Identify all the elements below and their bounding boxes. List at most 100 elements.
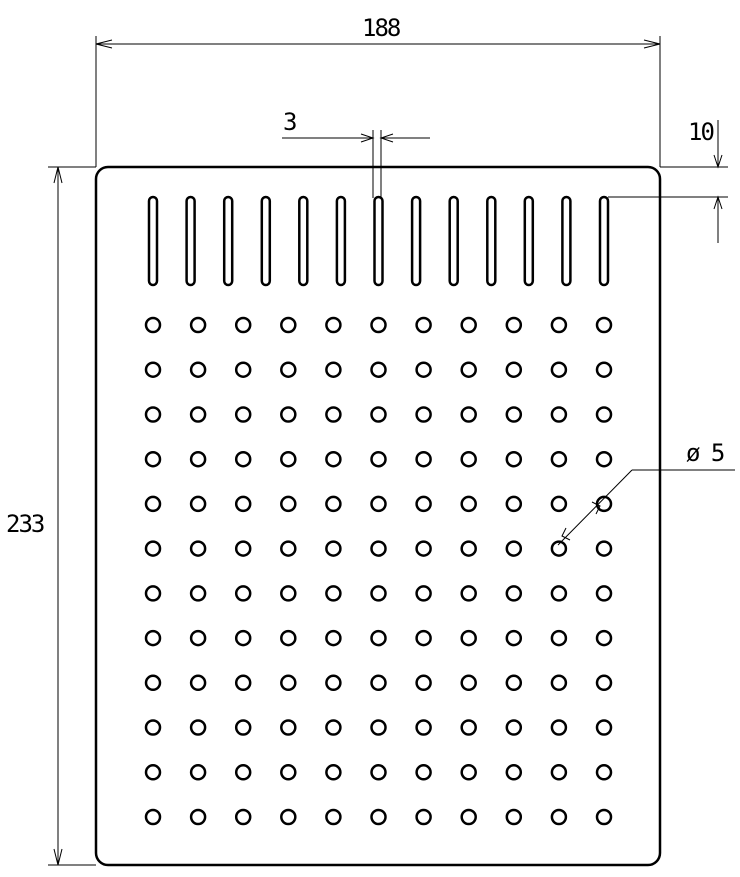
hole bbox=[595, 764, 613, 781]
hole bbox=[370, 808, 387, 826]
plate-outline bbox=[94, 165, 662, 867]
hole bbox=[595, 585, 613, 602]
hole bbox=[595, 450, 613, 468]
hole bbox=[505, 764, 523, 781]
hole bbox=[505, 361, 523, 378]
hole bbox=[144, 764, 162, 781]
slot bbox=[335, 195, 347, 287]
hole bbox=[144, 450, 162, 468]
hole bbox=[144, 495, 162, 513]
hole bbox=[370, 585, 387, 602]
slot bbox=[260, 195, 272, 287]
height-dimension-text: 233 bbox=[6, 510, 44, 538]
hole bbox=[325, 316, 342, 334]
hole bbox=[370, 674, 387, 692]
hole bbox=[234, 361, 252, 378]
hole bbox=[234, 406, 252, 423]
hole bbox=[144, 585, 162, 602]
hole-diameter-text: ø 5 bbox=[686, 439, 724, 467]
hole bbox=[234, 585, 252, 602]
hole bbox=[460, 540, 477, 557]
hole bbox=[189, 674, 207, 692]
hole bbox=[234, 540, 252, 557]
hole bbox=[280, 316, 297, 334]
hole bbox=[370, 450, 387, 468]
hole bbox=[505, 406, 523, 423]
hole bbox=[370, 316, 387, 334]
hole bbox=[550, 450, 568, 468]
hole bbox=[415, 764, 432, 781]
hole bbox=[370, 719, 387, 736]
hole bbox=[460, 764, 477, 781]
hole bbox=[460, 719, 477, 736]
hole bbox=[460, 361, 477, 378]
hole bbox=[280, 764, 297, 781]
hole bbox=[234, 450, 252, 468]
hole bbox=[189, 629, 207, 647]
hole bbox=[550, 719, 568, 736]
hole bbox=[189, 540, 207, 557]
hole bbox=[234, 764, 252, 781]
hole bbox=[595, 406, 613, 423]
hole bbox=[189, 495, 207, 513]
hole bbox=[415, 719, 432, 736]
hole bbox=[595, 808, 613, 826]
hole bbox=[325, 540, 342, 557]
hole bbox=[234, 495, 252, 513]
hole bbox=[234, 674, 252, 692]
hole bbox=[505, 674, 523, 692]
hole bbox=[505, 808, 523, 826]
hole bbox=[280, 540, 297, 557]
hole bbox=[460, 450, 477, 468]
hole bbox=[234, 808, 252, 826]
width-dimension: 188 bbox=[95, 14, 661, 167]
hole bbox=[505, 629, 523, 647]
hole bbox=[189, 450, 207, 468]
hole bbox=[325, 719, 342, 736]
hole bbox=[370, 764, 387, 781]
hole bbox=[550, 316, 568, 334]
slot-width-dimension: 3 bbox=[282, 108, 430, 198]
hole bbox=[280, 674, 297, 692]
hole bbox=[280, 808, 297, 826]
hole bbox=[234, 629, 252, 647]
hole bbox=[550, 585, 568, 602]
hole bbox=[505, 495, 523, 513]
slot bbox=[448, 195, 459, 287]
hole bbox=[189, 764, 207, 781]
hole bbox=[505, 719, 523, 736]
hole bbox=[505, 316, 523, 334]
width-dimension-text: 188 bbox=[362, 14, 400, 42]
hole bbox=[144, 808, 162, 826]
slot bbox=[147, 195, 159, 287]
hole bbox=[280, 406, 297, 423]
hole bbox=[189, 585, 207, 602]
hole bbox=[415, 450, 432, 468]
hole bbox=[144, 316, 162, 334]
hole bbox=[415, 808, 432, 826]
slot bbox=[373, 195, 384, 287]
hole bbox=[234, 316, 252, 334]
hole bbox=[415, 585, 432, 602]
hole bbox=[595, 629, 613, 647]
hole bbox=[415, 495, 432, 513]
hole bbox=[325, 674, 342, 692]
hole bbox=[144, 674, 162, 692]
hole bbox=[325, 585, 342, 602]
hole bbox=[234, 719, 252, 736]
margin-dimension-text: 10 bbox=[688, 118, 713, 146]
hole bbox=[325, 450, 342, 468]
slot bbox=[185, 195, 196, 287]
hole bbox=[595, 361, 613, 378]
hole bbox=[505, 450, 523, 468]
hole-grid bbox=[144, 316, 613, 826]
hole bbox=[595, 316, 613, 334]
hole bbox=[460, 316, 477, 334]
height-dimension: 233 bbox=[6, 166, 96, 866]
hole bbox=[460, 585, 477, 602]
hole bbox=[415, 316, 432, 334]
hole bbox=[144, 361, 162, 378]
hole bbox=[325, 629, 342, 647]
hole bbox=[505, 585, 523, 602]
hole-diameter-leader: ø 5 bbox=[557, 439, 735, 546]
